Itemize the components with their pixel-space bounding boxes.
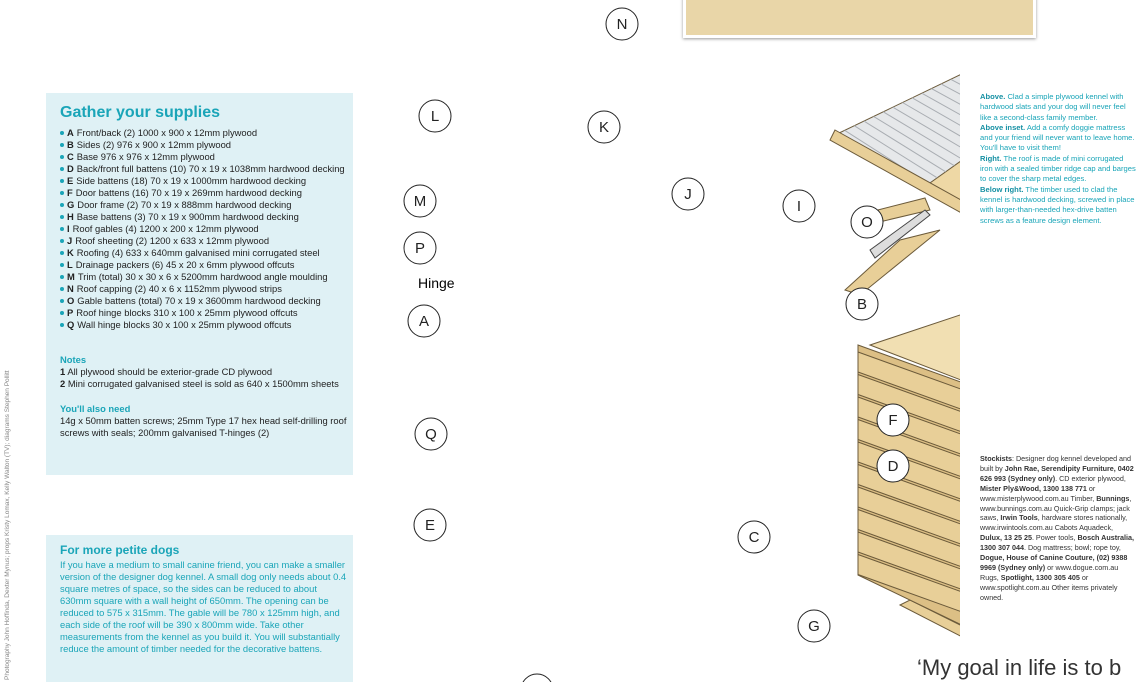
top-panel xyxy=(868,314,960,381)
also-need-text: 14g x 50mm batten screws; 25mm Type 17 h… xyxy=(60,415,347,438)
note-item: 1 All plywood should be exterior-grade C… xyxy=(60,366,273,377)
caption-text: The roof is made of mini corrugated iron… xyxy=(980,153,1136,184)
petite-dogs-panel: For more petite dogs If you have a mediu… xyxy=(46,535,353,682)
side-batten xyxy=(857,508,960,567)
svg-text:E: E xyxy=(425,517,435,534)
side-batten xyxy=(857,351,960,410)
trim xyxy=(829,129,960,213)
svg-text:L: L xyxy=(431,108,439,125)
callout-q: Q xyxy=(414,417,448,451)
side-batten xyxy=(857,531,960,590)
caption-text: Clad a simple plywood kennel with hardwo… xyxy=(980,92,1126,122)
side-batten xyxy=(857,486,960,545)
hinge-label: Hinge xyxy=(418,275,455,291)
svg-text:N: N xyxy=(617,16,628,33)
side-batten xyxy=(857,373,960,432)
callout-p: P xyxy=(403,231,437,265)
callout-j: J xyxy=(671,177,705,211)
petite-title: For more petite dogs xyxy=(60,543,180,557)
callout-h: H xyxy=(522,673,552,682)
callout-b: B xyxy=(845,287,879,321)
base-batten xyxy=(898,599,960,637)
photo-caption: Above. Clad a simple plywood kennel with… xyxy=(980,92,1136,226)
svg-text:J: J xyxy=(684,186,692,203)
callout-a: A xyxy=(407,304,441,338)
callout-g: G xyxy=(797,609,831,643)
also-need-title: You'll also need xyxy=(60,403,131,414)
photo-credit: Photography John Hoffinda, Dexter Mynus;… xyxy=(4,370,11,680)
callout-k: K xyxy=(587,110,621,144)
inset-photo xyxy=(683,0,1036,38)
notes-title: Notes xyxy=(60,354,87,365)
stockists-text: Stockists: Designer dog kennel developed… xyxy=(980,454,1134,602)
svg-text:A: A xyxy=(419,313,429,330)
svg-text:P: P xyxy=(415,240,425,257)
svg-text:D: D xyxy=(888,458,899,475)
callout-e: E xyxy=(413,508,447,542)
callout-m: M xyxy=(403,184,437,218)
callout-n: N xyxy=(605,7,639,41)
caption-lead: Below right. xyxy=(980,184,1024,194)
callout-d: D xyxy=(876,449,910,483)
caption-text: Add a comfy doggie mattress and your fri… xyxy=(980,122,1135,153)
svg-text:K: K xyxy=(599,119,609,136)
svg-text:C: C xyxy=(749,529,760,546)
callout-f: F xyxy=(876,403,910,437)
caption-lead: Right. xyxy=(980,153,1002,163)
svg-text:B: B xyxy=(857,296,867,313)
kennel-exploded-diagram: Hinge N L K M J I O P B A Q F D E C G H xyxy=(403,7,960,682)
callout-c: C xyxy=(737,520,771,554)
svg-text:I: I xyxy=(797,198,801,215)
callout-o: O xyxy=(850,205,884,239)
callout-i: I xyxy=(782,189,816,223)
caption-text: The timber used to clad the kennel is ha… xyxy=(980,184,1135,225)
side-batten xyxy=(857,553,960,612)
svg-text:F: F xyxy=(888,412,897,429)
notes-list: 1 All plywood should be exterior-grade C… xyxy=(60,366,350,390)
svg-text:G: G xyxy=(808,618,820,635)
svg-text:O: O xyxy=(861,214,873,231)
note-item: 2 Mini corrugated galvanised steel is so… xyxy=(60,378,339,389)
petite-text: If you have a medium to small canine fri… xyxy=(60,559,347,654)
caption-lead: Above. xyxy=(980,92,1006,101)
supplies-title: Gather your supplies xyxy=(60,104,221,121)
callout-l: L xyxy=(418,99,452,133)
caption-lead: Above inset. xyxy=(980,122,1026,132)
pull-quote: ‘My goal in life is to b xyxy=(917,655,1122,680)
svg-text:M: M xyxy=(414,193,427,210)
side-batten xyxy=(857,418,960,477)
svg-text:Q: Q xyxy=(425,426,437,443)
